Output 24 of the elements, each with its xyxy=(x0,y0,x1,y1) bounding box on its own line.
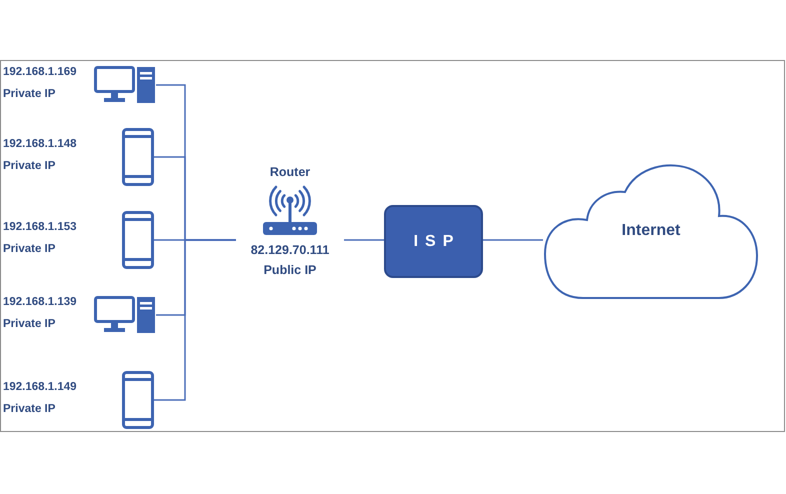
ip-type-label: Private IP xyxy=(3,318,56,330)
ip-type-label: Private IP xyxy=(3,160,56,172)
router-label: Router xyxy=(270,165,310,179)
connector-line xyxy=(344,239,384,241)
smartphone-icon xyxy=(122,128,154,186)
ip-address: 192.168.1.153 xyxy=(3,221,77,233)
isp-label: ISP xyxy=(412,232,460,250)
connector-line xyxy=(483,239,543,241)
isp-box xyxy=(384,205,483,278)
ip-type-label: Private IP xyxy=(3,88,56,100)
smartphone-icon xyxy=(122,371,154,429)
ip-address: 192.168.1.139 xyxy=(3,296,77,308)
smartphone-icon xyxy=(122,211,154,269)
desktop-computer-icon xyxy=(94,66,156,104)
ip-address: 192.168.1.149 xyxy=(3,381,77,393)
ip-type-label: Private IP xyxy=(3,243,56,255)
ip-type-label: Private IP xyxy=(3,403,56,415)
public-ip-address: 82.129.70.111 xyxy=(250,243,330,257)
ip-type-label: Public IP xyxy=(264,263,316,277)
connector-line xyxy=(154,239,236,401)
ip-address: 192.168.1.148 xyxy=(3,138,77,150)
ip-address: 192.168.1.169 xyxy=(3,66,77,78)
internet-label: Internet xyxy=(620,222,682,240)
desktop-computer-icon xyxy=(94,296,156,334)
